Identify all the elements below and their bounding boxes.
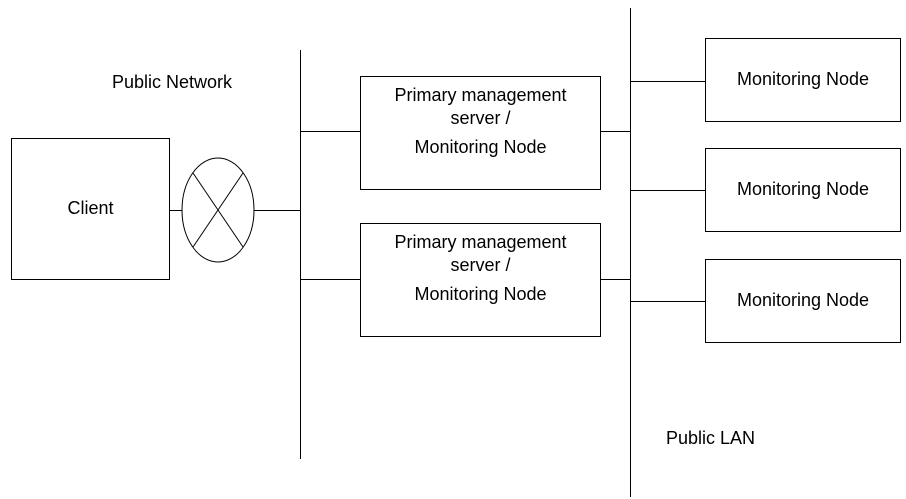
server-line-1: Primary management bbox=[394, 232, 567, 252]
client-label: Client bbox=[67, 198, 114, 219]
server-line-2: server / bbox=[450, 255, 511, 276]
monitoring-node-label: Monitoring Node bbox=[736, 69, 870, 90]
router-x-icon bbox=[181, 157, 255, 263]
monitoring-node-box: Monitoring Node bbox=[705, 148, 901, 232]
server-line-3: Monitoring Node bbox=[414, 137, 547, 158]
server-line-2: server / bbox=[450, 108, 511, 129]
public-network-label: Public Network bbox=[112, 72, 233, 92]
public-lan-label: Public LAN bbox=[666, 428, 756, 448]
monitoring-node-label: Monitoring Node bbox=[736, 290, 870, 311]
server-line-1: Primary management bbox=[394, 85, 567, 105]
client-box: Client bbox=[11, 138, 170, 280]
monitoring-node-box: Monitoring Node bbox=[705, 38, 901, 122]
monitoring-node-box: Monitoring Node bbox=[705, 259, 901, 343]
primary-server-box: Primary management server / Monitoring N… bbox=[360, 76, 601, 190]
monitoring-node-label: Monitoring Node bbox=[736, 179, 870, 200]
server-line-3: Monitoring Node bbox=[414, 284, 547, 305]
primary-server-box: Primary management server / Monitoring N… bbox=[360, 223, 601, 337]
